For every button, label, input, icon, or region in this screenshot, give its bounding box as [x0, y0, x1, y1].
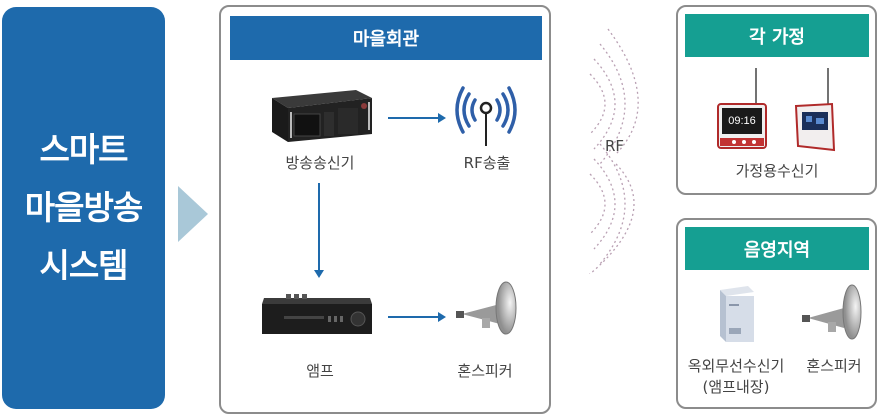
- rf-wave-icon: [588, 28, 639, 274]
- antenna-signal-icon: [455, 86, 517, 146]
- each-home-box: 각 가정: [676, 5, 877, 195]
- horn-speaker-label: 혼스피커: [457, 362, 513, 380]
- title-line-1: 스마트: [39, 130, 128, 169]
- home-receiver-clock-icon: 09:16: [717, 68, 767, 149]
- flow-arrow-icon: [178, 186, 208, 242]
- title-line-2: 마을방송: [24, 188, 143, 227]
- shadow-horn-speaker-icon: [802, 284, 862, 340]
- arrow-transmitter-to-amp: [314, 183, 324, 278]
- rf-output-label: RF송출: [463, 154, 511, 172]
- amplifier-icon: [262, 294, 372, 334]
- title-line-3: 시스템: [39, 246, 128, 285]
- home-receiver-screen-icon: [794, 68, 836, 152]
- clock-display: 09:16: [728, 115, 756, 127]
- system-title-panel: 스마트 마을방송 시스템: [2, 7, 165, 409]
- broadcast-transmitter-icon: [272, 90, 372, 142]
- arrow-transmitter-to-rf: [388, 113, 446, 123]
- outdoor-receiver-sublabel: (앰프내장): [702, 378, 770, 396]
- outdoor-receiver-label: 옥외무선수신기: [687, 357, 785, 375]
- transmitter-label: 방송송신기: [285, 154, 355, 172]
- outdoor-receiver-icon: [720, 286, 754, 342]
- home-receiver-label: 가정용수신기: [735, 162, 819, 180]
- village-hall-box: 마을회관: [219, 5, 551, 414]
- village-hall-header: 마을회관: [230, 16, 542, 60]
- shadow-area-header: 음영지역: [685, 227, 869, 270]
- horn-speaker-icon: [456, 281, 517, 335]
- shadow-horn-speaker-label: 혼스피커: [806, 357, 862, 375]
- rf-link-label: RF: [605, 137, 625, 155]
- each-home-header: 각 가정: [685, 14, 869, 57]
- arrow-amp-to-horn: [388, 312, 446, 322]
- amplifier-label: 앰프: [306, 362, 334, 380]
- shadow-area-box: 음영지역: [676, 218, 877, 409]
